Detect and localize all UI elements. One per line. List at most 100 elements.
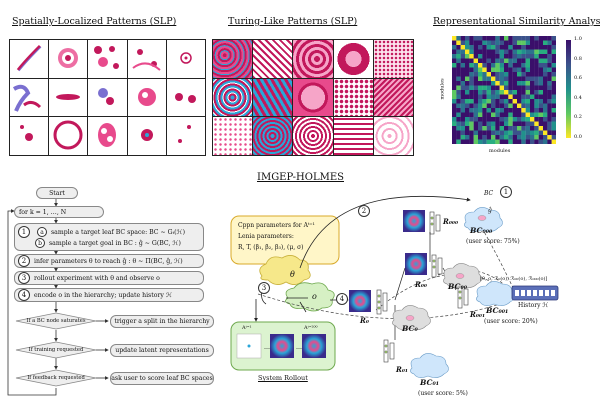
- rsa-cell: [538, 90, 544, 95]
- rsa-cell: [499, 63, 505, 68]
- decision-saturates: If a BC node saturates: [26, 318, 86, 324]
- rsa-cell: [517, 67, 522, 73]
- rsa-cell: [486, 58, 492, 64]
- rsa-cell: [473, 36, 479, 41]
- tlp-pattern: [373, 40, 413, 78]
- rsa-cell: [543, 126, 548, 131]
- rsa-cell: [538, 139, 544, 145]
- rsa-cell: [543, 139, 548, 145]
- slp-pattern: [166, 117, 205, 155]
- bc01-score: (user score: 5%): [418, 390, 468, 397]
- rsa-cell: [491, 130, 496, 136]
- rsa-cell: [504, 130, 509, 136]
- rsa-cell: [547, 36, 552, 41]
- rsa-cell: [486, 63, 492, 68]
- rsa-cell: [491, 36, 496, 41]
- rsa-cell: [465, 63, 470, 68]
- rsa-cell: [534, 81, 539, 86]
- flow-start: Start: [36, 187, 78, 199]
- rsa-cell: [465, 94, 470, 100]
- rsa-cell: [551, 40, 557, 46]
- rsa-cell: [521, 103, 526, 109]
- rsa-cell: [530, 54, 535, 59]
- rsa-cell: [530, 99, 535, 104]
- bc000-score: (user score: 75%): [466, 238, 520, 245]
- rsa-cell: [482, 126, 487, 131]
- rsa-cell: [521, 112, 526, 118]
- rsa-cell: [525, 72, 531, 77]
- rsa-cell: [517, 81, 522, 86]
- rsa-cell: [499, 76, 505, 82]
- rsa-cell: [473, 45, 479, 50]
- action-update-latent: update latent representations: [110, 344, 214, 357]
- rsa-cell: [460, 63, 466, 68]
- rsa-cell: [534, 76, 539, 82]
- rsa-cell: [547, 103, 552, 109]
- rsa-cell: [499, 72, 505, 77]
- rsa-cell: [499, 58, 505, 64]
- rsa-cell: [486, 103, 492, 109]
- rsa-cell: [486, 49, 492, 55]
- rsa-cell: [495, 90, 500, 95]
- rsa-cell: [473, 139, 479, 145]
- rsa-cell: [478, 49, 483, 55]
- rsa-cell: [512, 45, 518, 50]
- rsa-cell: [499, 40, 505, 46]
- tlp-pattern: [293, 40, 333, 78]
- rsa-cell: [508, 49, 513, 55]
- rsa-cell: [478, 67, 483, 73]
- rsa-cell: [486, 76, 492, 82]
- rsa-cell: [486, 72, 492, 77]
- rsa-cell: [551, 99, 557, 104]
- rsa-cell: [473, 112, 479, 118]
- rsa-cell: [491, 90, 496, 95]
- rsa-cell: [465, 90, 470, 95]
- rsa-cell: [460, 94, 466, 100]
- lenia-params-values: R, T, (β₁, β₂, β₃), (μ, σ): [238, 244, 304, 251]
- rsa-cell: [478, 94, 483, 100]
- theta-label: θ: [290, 270, 295, 279]
- rsa-cell: [543, 54, 548, 59]
- action-ask-user: ask user to score leaf BC spaces: [110, 372, 214, 385]
- flow-loop: for k = 1, …, N: [14, 206, 104, 218]
- rsa-cell: [508, 139, 513, 145]
- rsa-cell: [521, 135, 526, 140]
- rsa-cell: [504, 139, 509, 145]
- rsa-cell: [456, 36, 461, 41]
- rsa-cell: [530, 85, 535, 91]
- rsa-cell: [534, 117, 539, 122]
- action-split-text: trigger a split in the hierarchy: [114, 318, 210, 325]
- rsa-cell: [456, 117, 461, 122]
- tlp-pattern: [293, 78, 333, 117]
- marker-2: 2: [358, 205, 370, 217]
- rsa-cell: [547, 85, 552, 91]
- g-hat-label: ĝ: [488, 207, 492, 214]
- rsa-cell: [495, 67, 500, 73]
- rsa-cell: [521, 63, 526, 68]
- rsa-cell: [512, 40, 518, 46]
- rsa-cell: [534, 108, 539, 113]
- rsa-cell: [473, 126, 479, 131]
- rsa-cell: [456, 67, 461, 73]
- rsa-cell: [512, 76, 518, 82]
- rsa-cell: [512, 108, 518, 113]
- flow-loop-label: for k = 1, …, N: [19, 208, 67, 216]
- rsa-cell: [486, 117, 492, 122]
- slp-pattern: [88, 117, 127, 155]
- rsa-cell: [512, 72, 518, 77]
- rsa-cell: [504, 94, 509, 100]
- rsa-cell: [469, 121, 474, 127]
- rsa-cell: [525, 117, 531, 122]
- rsa-cell: [495, 117, 500, 122]
- r0-label: R₀: [360, 316, 369, 325]
- rsa-cell: [521, 121, 526, 127]
- rsa-cell: [491, 103, 496, 109]
- rsa-cell: [547, 49, 552, 55]
- rsa-cell: [482, 108, 487, 113]
- decision-training: If training requested: [28, 347, 84, 353]
- rsa-cell: [525, 135, 531, 140]
- rsa-cell: [460, 49, 466, 55]
- rsa-cell: [534, 54, 539, 59]
- rsa-cell: [508, 94, 513, 100]
- rsa-cell: [547, 121, 552, 127]
